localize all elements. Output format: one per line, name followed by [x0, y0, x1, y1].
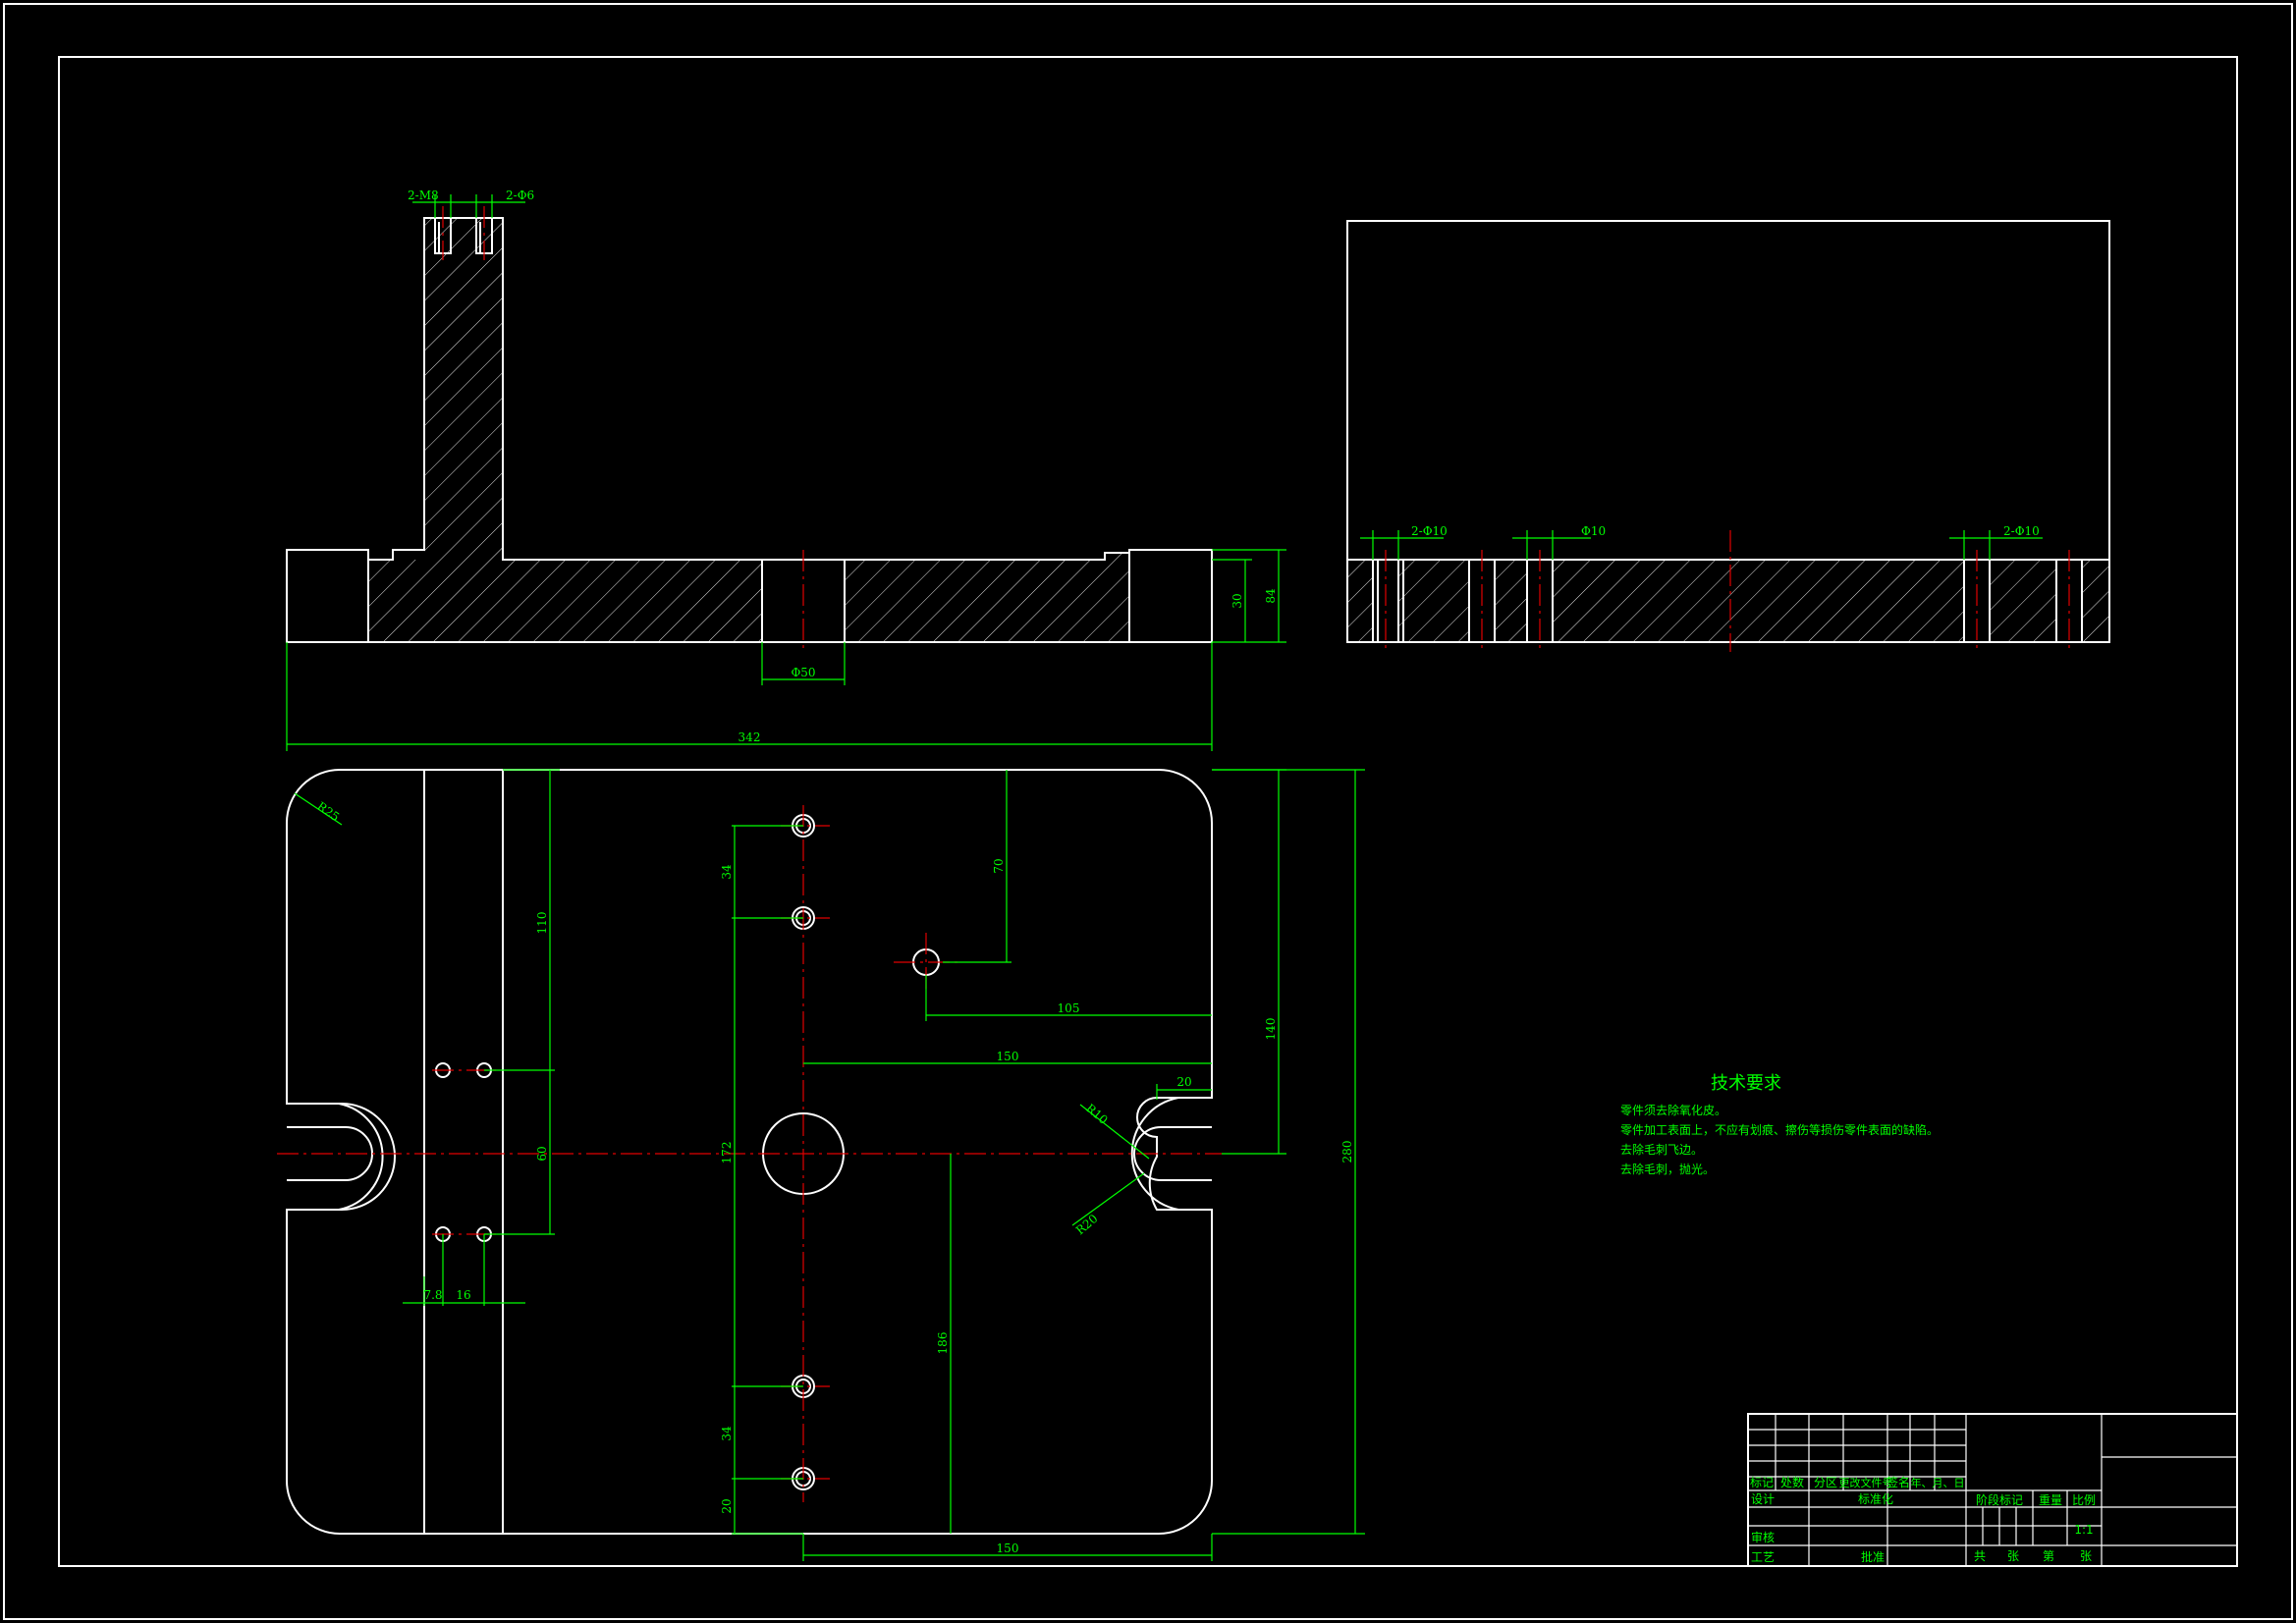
dim-70: 70 — [992, 858, 1006, 873]
tb-page-no: 第 — [2043, 1549, 2054, 1563]
tech-req-line-3: 去除毛刺飞边。 — [1620, 1142, 1703, 1157]
tb-change-doc: 更改文件号 — [1839, 1476, 1893, 1489]
dim-20-bottom: 20 — [720, 1498, 734, 1513]
dim-172: 172 — [720, 1142, 734, 1164]
side-callout-mid: Φ10 — [1581, 524, 1606, 538]
dim-186: 186 — [936, 1332, 950, 1355]
dim-7-8: 7.8 — [423, 1288, 442, 1302]
side-callout-right: 2-Φ10 — [2003, 524, 2040, 538]
tech-req-heading: 技术要求 — [1711, 1073, 1781, 1094]
tb-sheets-1: 张 — [2007, 1549, 2019, 1563]
dim-20-right: 20 — [1176, 1075, 1191, 1089]
tech-req-line-4: 去除毛刺，抛光。 — [1620, 1162, 1715, 1176]
dim-phi50: Φ50 — [791, 666, 815, 679]
drawing-frame — [58, 56, 2238, 1567]
tb-review: 审核 — [1751, 1530, 1775, 1544]
dim-280: 280 — [1340, 1141, 1354, 1163]
dim-105: 105 — [1058, 1001, 1080, 1015]
tb-zone: 分区 — [1814, 1476, 1837, 1489]
side-view: 2-Φ10 Φ10 2-Φ10 — [1346, 220, 2110, 652]
side-callout-left: 2-Φ10 — [1411, 524, 1448, 538]
title-block: 标记 处数 分区 更改文件号 签名 年、月、日 设计 标准化 审核 工艺 批准 … — [1747, 1413, 2238, 1567]
dim-30: 30 — [1230, 593, 1244, 608]
plan-view: R25 110 60 7.8 16 34 172 34 20 70 105 15… — [277, 769, 1365, 1561]
dim-r20: R20 — [1073, 1212, 1101, 1237]
tb-sheets-2: 张 — [2080, 1549, 2092, 1563]
tb-scale-value: 1:1 — [2074, 1523, 2093, 1537]
dim-34-bottom: 34 — [720, 1426, 734, 1441]
tb-process: 工艺 — [1751, 1550, 1775, 1564]
tech-req-line-2: 零件加工表面上，不应有划痕、擦伤等损伤零件表面的缺陷。 — [1620, 1122, 1939, 1137]
tb-design: 设计 — [1751, 1492, 1775, 1506]
hole-callout: 2-Φ6 — [506, 189, 534, 202]
dim-342: 342 — [738, 730, 761, 744]
dim-84: 84 — [1264, 588, 1278, 604]
tap-callout: 2-M8 — [408, 189, 439, 202]
dim-150-bottom: 150 — [997, 1542, 1019, 1555]
dim-34-top: 34 — [720, 864, 734, 880]
dim-r25-top: R25 — [314, 799, 342, 824]
tb-count: 处数 — [1780, 1475, 1804, 1489]
front-view: 2-M8 2-Φ6 30 84 Φ50 342 — [286, 189, 1286, 751]
technical-requirements: 技术要求 零件须去除氧化皮。 零件加工表面上，不应有划痕、擦伤等损伤零件表面的缺… — [1620, 1073, 1939, 1176]
outer-border — [3, 3, 2293, 1620]
tb-weight: 重量 — [2039, 1493, 2062, 1507]
tb-mark: 标记 — [1750, 1476, 1774, 1489]
dim-150-mid: 150 — [997, 1050, 1019, 1063]
dim-16: 16 — [456, 1288, 470, 1302]
tb-date: 年、月、日 — [1911, 1476, 1965, 1489]
tb-total: 共 — [1974, 1549, 1986, 1563]
tb-scale: 比例 — [2072, 1493, 2096, 1507]
tb-signature: 签名 — [1886, 1475, 1910, 1489]
dim-r10: R10 — [1083, 1102, 1111, 1127]
tb-standardization: 标准化 — [1858, 1492, 1893, 1506]
tb-approve: 批准 — [1861, 1549, 1885, 1564]
dim-60: 60 — [535, 1146, 549, 1161]
tb-stage-mark: 阶段标记 — [1976, 1492, 2023, 1507]
tech-req-line-1: 零件须去除氧化皮。 — [1620, 1103, 1726, 1117]
dim-110: 110 — [535, 912, 549, 935]
dim-140: 140 — [1264, 1018, 1278, 1041]
